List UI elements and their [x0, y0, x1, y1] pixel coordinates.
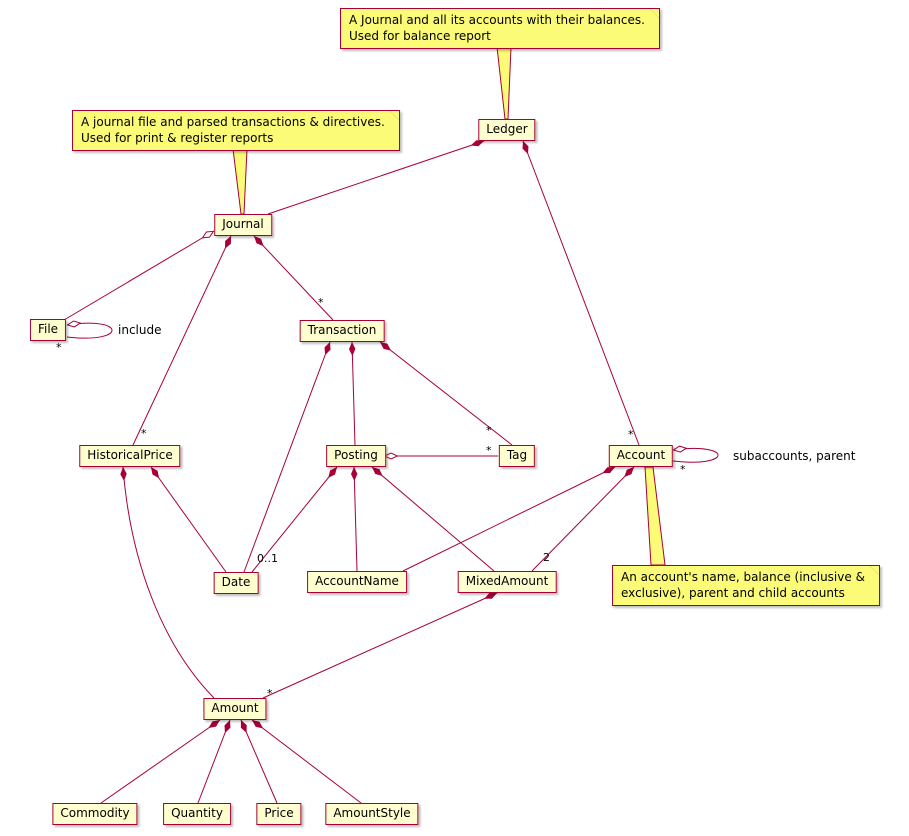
- multiplicity-posting-date: 0..1: [257, 552, 278, 565]
- note-ledger-line1: A Journal and all its accounts with thei…: [349, 13, 645, 27]
- edge-file-include-self-loop: [67, 323, 113, 339]
- edge-historicalprice-date: [150, 466, 227, 573]
- edge-mixedamount-amount: [262, 592, 498, 699]
- multiplicity-journal-historicalprice: *: [141, 427, 147, 440]
- class-amount: Amount: [203, 698, 267, 720]
- multiplicity-transaction-tag: *: [486, 424, 492, 437]
- class-date: Date: [213, 572, 259, 594]
- class-mixedamount: MixedAmount: [457, 571, 557, 593]
- multiplicity-mixedamount-amount: *: [267, 687, 273, 700]
- note-journal-line1: A journal file and parsed transactions &…: [81, 115, 385, 129]
- edge-amount-amountstyle: [251, 719, 362, 804]
- association-label-subaccounts: subaccounts, parent: [733, 449, 856, 463]
- class-accountname: AccountName: [307, 571, 407, 593]
- edge-account-mixedamount: [531, 466, 635, 572]
- edge-historicalprice-amount: [120, 466, 215, 699]
- edge-journal-historicalprice: [132, 235, 232, 446]
- note-account-line1: An account's name, balance (inclusive &: [621, 570, 865, 584]
- note-account-line2: exclusive), parent and child accounts: [621, 586, 845, 600]
- multiplicity-posting-tag: *: [486, 444, 492, 457]
- class-price: Price: [256, 803, 302, 825]
- multiplicity-ledger-account: *: [628, 428, 634, 441]
- multiplicity-file-include: *: [56, 341, 62, 354]
- class-posting: Posting: [326, 445, 386, 467]
- note-connector-ledger: [496, 46, 512, 120]
- note-fold-icon: [388, 110, 400, 121]
- edge-account-self-loop: [673, 448, 719, 463]
- class-account: Account: [608, 445, 674, 467]
- class-amountstyle: AmountStyle: [325, 803, 419, 825]
- edge-posting-accountname: [351, 466, 358, 572]
- edge-transaction-posting: [349, 341, 356, 446]
- note-connector-account: [644, 466, 666, 566]
- class-transaction: Transaction: [299, 320, 385, 342]
- note-account: An account's name, balance (inclusive & …: [612, 565, 880, 606]
- class-file: File: [29, 319, 67, 341]
- note-ledger: A Journal and all its accounts with thei…: [340, 8, 660, 49]
- edge-transaction-date: [243, 341, 331, 573]
- edge-account-accountname: [402, 466, 616, 572]
- edge-amount-quantity: [197, 719, 231, 804]
- edge-transaction-tag: [379, 341, 513, 446]
- class-historicalprice: HistoricalPrice: [79, 445, 181, 467]
- note-connector-journal: [232, 148, 248, 215]
- edge-posting-mixedamount: [371, 466, 495, 572]
- edge-journal-transaction: [253, 235, 334, 321]
- class-journal: Journal: [214, 214, 272, 236]
- edge-posting-date: [251, 466, 338, 573]
- class-quantity: Quantity: [163, 803, 231, 825]
- note-journal-line2: Used for print & register reports: [81, 131, 274, 145]
- edge-journal-file: [63, 230, 214, 321]
- edge-ledger-account: [522, 140, 640, 446]
- edge-amount-commodity: [100, 719, 221, 804]
- edge-amount-price: [240, 719, 278, 804]
- note-ledger-line2: Used for balance report: [349, 29, 491, 43]
- note-fold-icon: [868, 565, 880, 576]
- association-label-include: include: [118, 323, 161, 337]
- note-journal: A journal file and parsed transactions &…: [72, 110, 400, 151]
- class-commodity: Commodity: [52, 803, 138, 825]
- multiplicity-account-self: *: [680, 463, 686, 476]
- note-fold-icon: [648, 8, 660, 19]
- multiplicity-account-mixedamount: 2: [543, 551, 550, 564]
- class-ledger: Ledger: [478, 119, 536, 141]
- multiplicity-journal-transaction: *: [318, 296, 324, 309]
- edge-ledger-journal: [267, 140, 485, 215]
- class-tag: Tag: [498, 445, 536, 467]
